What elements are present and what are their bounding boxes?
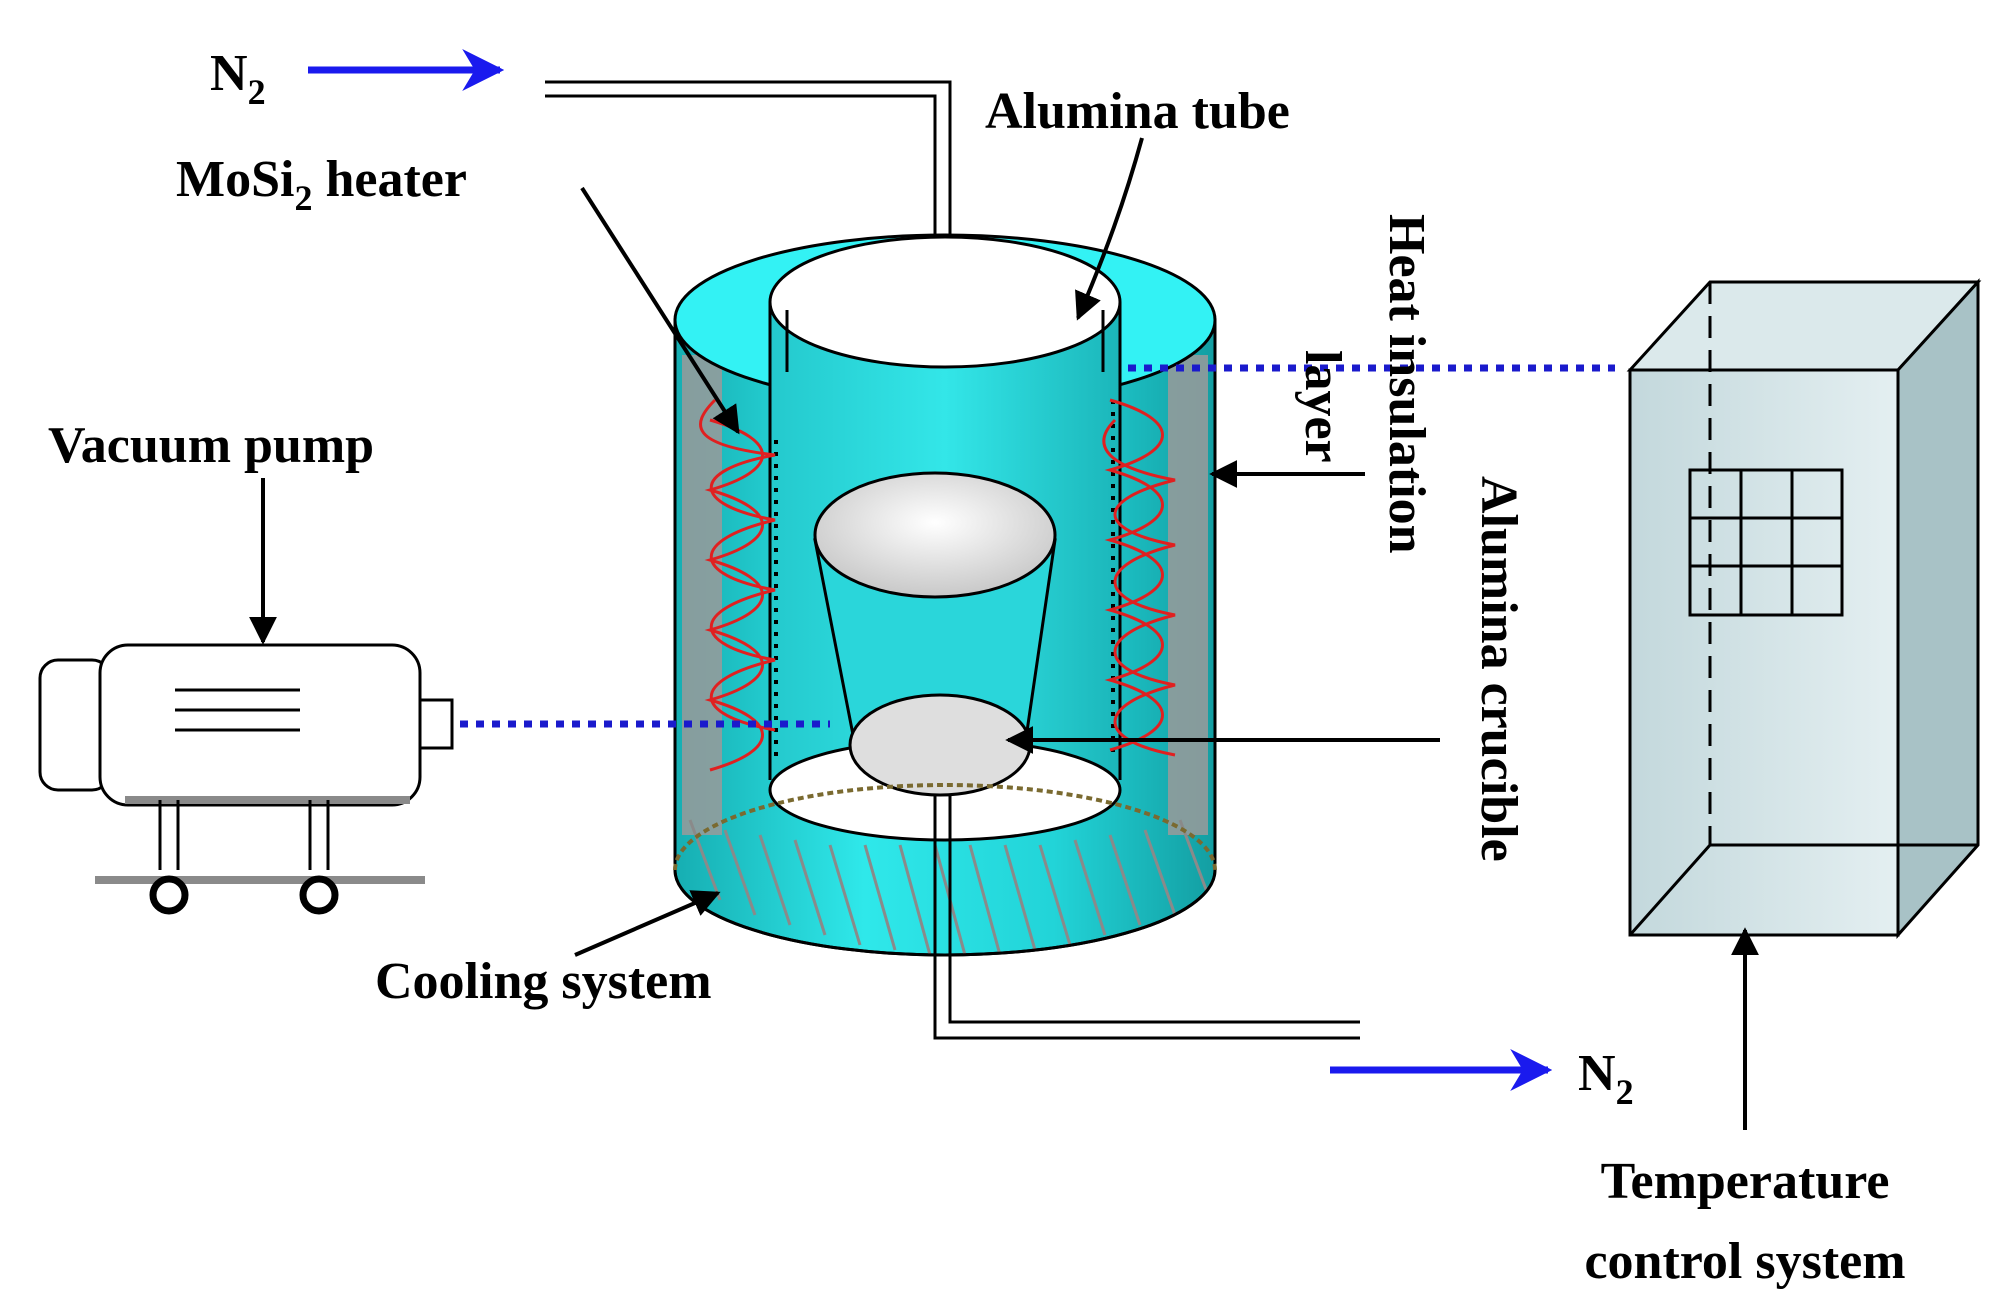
insulation-layer-left xyxy=(682,355,722,835)
alumina-crucible-top xyxy=(813,471,1057,599)
mosi2-heater-right xyxy=(1102,398,1176,757)
temperature-control-cabinet xyxy=(1626,278,1982,939)
alumina-crucible-base xyxy=(848,693,1032,797)
heat-insulation-label-line1: Heat insulation xyxy=(1378,214,1435,554)
insulation-layer-right xyxy=(1168,355,1208,835)
vacuum-pump-label: Vacuum pump xyxy=(48,417,374,474)
pump-wheel-right xyxy=(299,875,339,915)
n2-outlet: N2 xyxy=(1330,1045,1634,1112)
alumina-tube-pointer xyxy=(1075,137,1144,321)
outlet-gas-pipe xyxy=(933,795,1360,1040)
temp-control-label-line1: Temperature xyxy=(1601,1153,1890,1210)
cooling-system-coils xyxy=(688,819,1212,955)
vacuum-pump xyxy=(38,643,454,915)
alumina-tube-label: Alumina tube xyxy=(985,83,1290,140)
heat-insulation-label-line2: layer xyxy=(1294,350,1351,463)
cooling-system-pointer xyxy=(574,890,721,957)
temp-control-label-line2: control system xyxy=(1584,1233,1905,1290)
cooling-system-label: Cooling system xyxy=(375,953,712,1010)
n2-inlet: N2 xyxy=(210,45,505,112)
alumina-tube-opening xyxy=(768,235,1122,369)
pump-wheel-left xyxy=(149,875,189,915)
cooling-ring-top xyxy=(673,783,1217,871)
pump-motor-body xyxy=(98,643,422,807)
cabinet-front xyxy=(1628,368,1900,937)
cabinet-side xyxy=(1896,278,1980,939)
alumina-crucible-label: Alumina crucible xyxy=(1470,476,1527,862)
furnace xyxy=(673,233,1217,957)
heater-label: MoSi2 heater xyxy=(176,151,467,218)
mosi2-heater-left xyxy=(699,398,776,772)
n2-inlet-label: N2 xyxy=(210,45,266,112)
cabinet-control-panel xyxy=(1688,468,1844,617)
heater-pointer xyxy=(580,186,740,435)
n2-outlet-label: N2 xyxy=(1578,1045,1634,1112)
